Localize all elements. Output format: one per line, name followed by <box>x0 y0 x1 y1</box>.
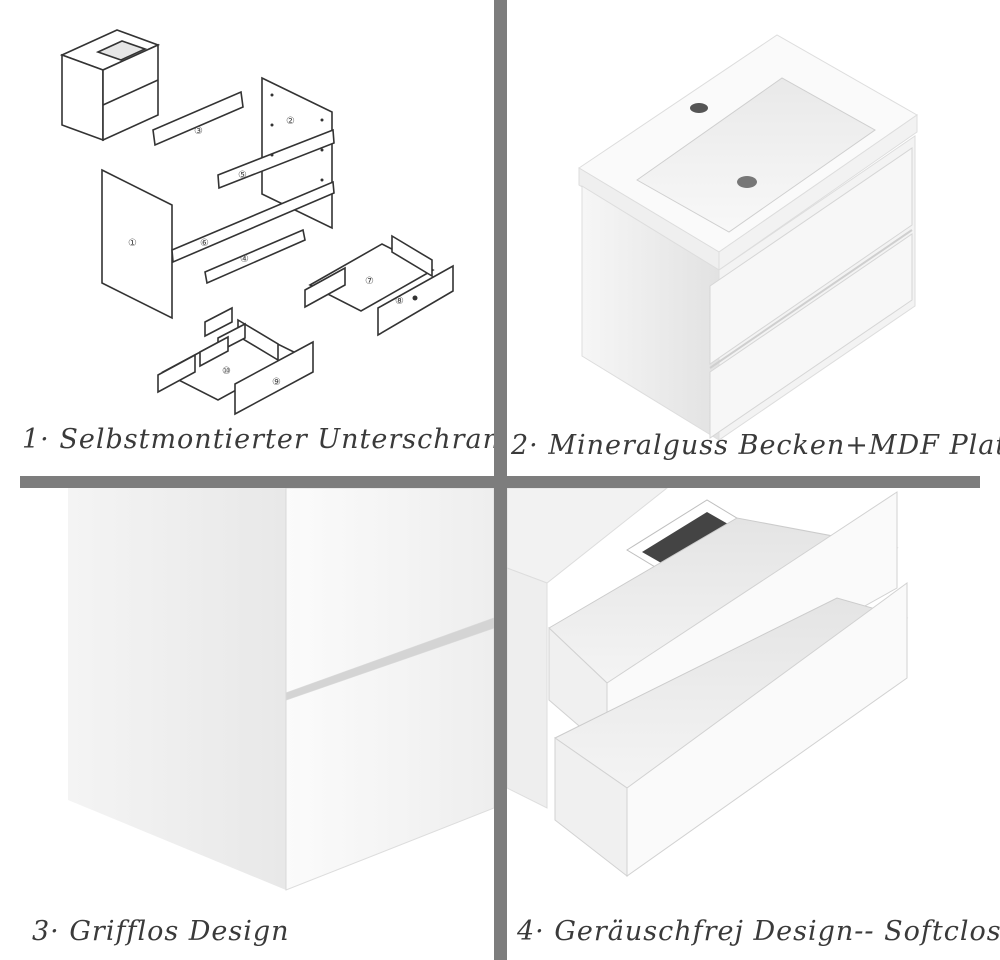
handleless-closeup <box>68 488 494 891</box>
panel-assembly-diagram: ① ② ③ ⑤ ⑥ ④ ⑦ ⑧ ⑨ ⑩ 1· Selbstmontierter … <box>0 0 494 476</box>
shelf <box>204 228 306 285</box>
label-drawer-front-upper: ⑧ <box>395 296 404 307</box>
label-side-panel: ① <box>128 238 137 249</box>
drawer-front-lower <box>234 340 314 416</box>
label-rail-mid: ⑤ <box>238 170 247 181</box>
rail-low <box>171 180 335 264</box>
rail-top <box>152 90 244 147</box>
label-back-panel: ② <box>286 116 295 127</box>
label-drawer-box-upper: ⑦ <box>365 276 374 287</box>
vertical-divider <box>494 0 507 960</box>
label-shelf: ④ <box>240 254 249 265</box>
assembly-diagram: ① ② ③ ⑤ ⑥ ④ ⑦ ⑧ ⑨ ⑩ <box>59 29 454 416</box>
horizontal-divider-right <box>507 476 980 488</box>
label-drawer-side-lower: ⑩ <box>222 366 231 377</box>
softclose-drawers <box>507 488 909 878</box>
tap-hole-icon <box>690 103 708 113</box>
caption-panel-3: 3· Grifflos Design <box>32 916 290 947</box>
panel-softclose-design: 4· Geräuschfrej Design-- Softclose <box>507 488 1000 960</box>
rail-mid <box>217 128 335 190</box>
assembled-cabinet-icon <box>59 29 161 142</box>
panel-handleless-design: 3· Grifflos Design <box>0 488 494 960</box>
caption-panel-4: 4· Geräuschfrej Design-- Softclose <box>517 916 1000 947</box>
drawer-front-upper <box>377 264 454 337</box>
caption-panel-1: 1· Selbstmontierter Unterschrank <box>22 424 494 455</box>
label-rail-top: ③ <box>194 126 203 137</box>
caption-panel-2: 2· Mineralguss Becken+MDF Platte <box>511 430 1000 461</box>
label-drawer-front-lower: ⑨ <box>272 377 281 388</box>
horizontal-divider-left <box>20 476 494 488</box>
basin-vanity-illustration <box>578 34 918 441</box>
label-rail-low: ⑥ <box>200 238 209 249</box>
drain-icon <box>737 176 757 188</box>
drawer-box-upper <box>308 243 435 312</box>
panel-basin-vanity: 2· Mineralguss Becken+MDF Platte <box>507 0 1000 476</box>
side-panel <box>101 168 173 320</box>
